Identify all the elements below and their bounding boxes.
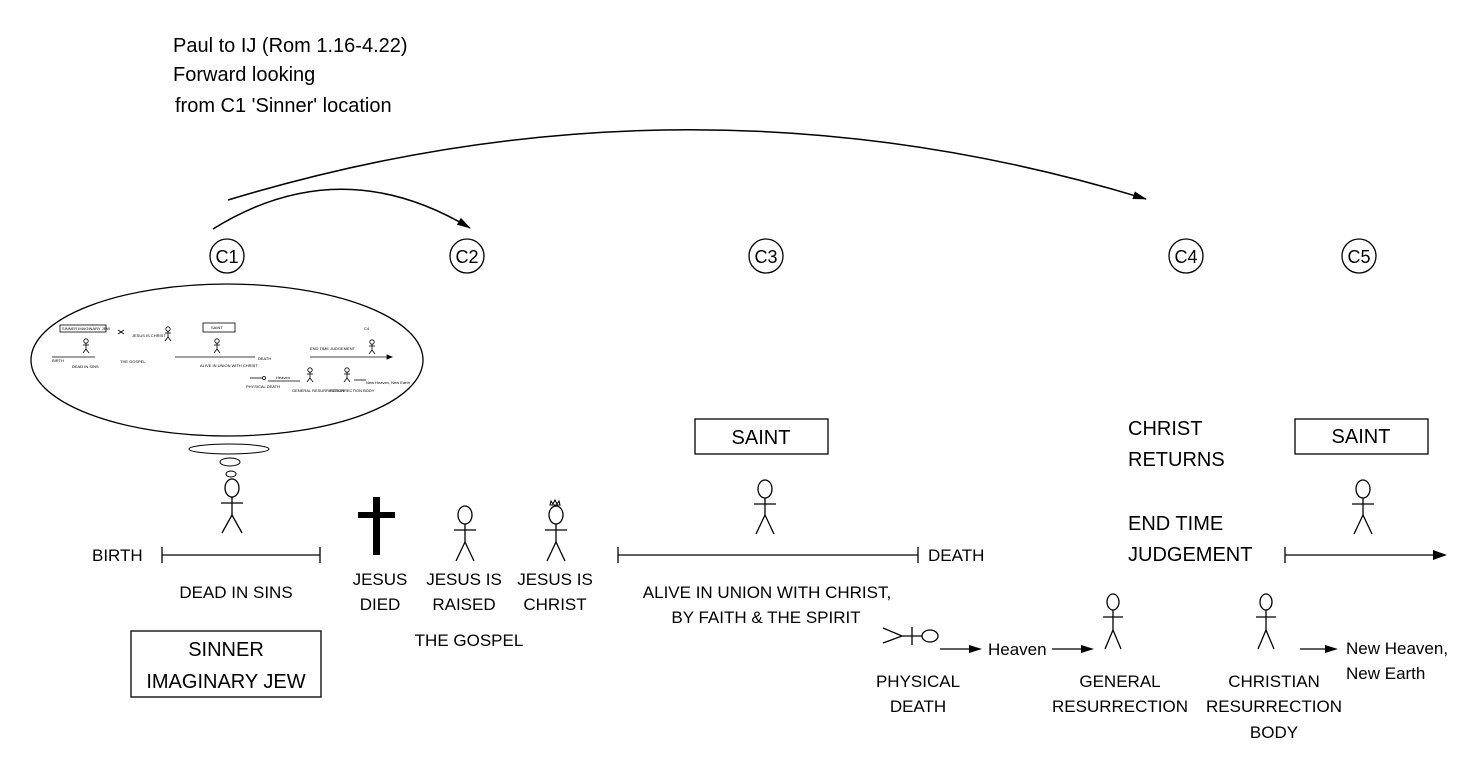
circle-marker-c5: C5 [1341,238,1377,274]
christian-resurrection-label-1: CHRISTIAN [1228,672,1320,691]
saint-box-c3 [694,418,829,455]
sinner-label: SINNER [188,639,264,661]
mini-end-label: END TIME JUDGEMENT [310,346,356,351]
jesus-christ-label-1: JESUS IS [517,570,593,589]
new-heaven-label-2: New Earth [1346,664,1425,683]
short-arc-arrow [212,188,471,230]
saint-figure-c5 [1352,479,1374,535]
mini-physical-label: PHYSICAL DEATH [246,384,280,389]
mini-heaven-label: Heaven [276,375,290,380]
jesus-died-label-1: JESUS [353,570,408,589]
birth-label: BIRTH [92,546,143,565]
sinner-figure [221,478,243,534]
mini-christian-label: RESURRECTION BODY [330,388,375,393]
christian-resurrection-figure [1256,593,1276,650]
saint-label-c5: SAINT [1332,426,1391,448]
judgement-label: JUDGEMENT [1128,544,1252,566]
christian-resurrection-label-3: BODY [1250,723,1298,742]
general-resurrection-figure [1103,593,1123,650]
circle-marker-c4: C4 [1168,238,1204,274]
physical-death-label-1: PHYSICAL [876,672,960,691]
imaginary-jew-label: IMAGINARY JEW [146,671,305,693]
mini-gospel-label: THE GOSPEL [120,359,146,364]
saint-figure-c3 [754,479,776,535]
christ-returns-label-1: CHRIST [1128,418,1202,440]
circle-label-c5: C5 [1347,247,1370,267]
physical-death-icon [882,627,939,645]
raised-jesus-figure [454,505,476,562]
circle-marker-c3: C3 [748,238,784,274]
mini-birth-label: BIRTH [52,358,64,363]
circle-marker-c1: C1 [209,238,245,274]
christian-resurrection-label-2: RESURRECTION [1206,697,1342,716]
mini-alive-label: ALIVE IN UNION WITH CHRIST [200,363,258,368]
mini-newheaven-label: New Heaven, New Earth [366,380,410,385]
dead-in-sins-timeline [161,547,321,563]
circle-label-c4: C4 [1174,247,1197,267]
thought-bubble: SINNER IMAGINARY JEW SAINT BIRTH DEATH D… [30,283,424,478]
death-label: DEATH [928,546,984,565]
jesus-raised-label-1: JESUS IS [426,570,502,589]
circle-label-c2: C2 [455,247,478,267]
new-heaven-label-1: New Heaven, [1346,639,1448,658]
mini-diagram [52,322,394,383]
saint-label-c3: SAINT [732,427,791,449]
mini-dead-label: DEAD IN SINS [72,364,99,369]
alive-union-label-2: BY FAITH & THE SPIRIT [671,608,860,627]
mini-general-label: GENERAL RESURRECTION [292,388,344,393]
heaven-label: Heaven [988,640,1047,659]
circle-label-c3: C3 [754,247,777,267]
physical-death-label-2: DEATH [890,697,946,716]
eternity-arrowhead [1433,550,1447,560]
saint-box-c5 [1294,418,1429,455]
general-resurrection-label-1: GENERAL [1079,672,1160,691]
jesus-christ-label-2: CHRIST [523,595,586,614]
mini-sinner-label: SINNER IMAGINARY JEW [62,326,110,331]
arrow-to-new-heaven [1300,645,1338,653]
circle-label-c1: C1 [215,247,238,267]
general-resurrection-label-2: RESURRECTION [1052,697,1188,716]
alive-union-label-1: ALIVE IN UNION WITH CHRIST, [643,583,891,602]
christ-returns-label-2: RETURNS [1128,449,1225,471]
header-subtitle: Forward looking [173,64,315,86]
arrow-to-general [1052,645,1094,653]
circle-marker-c2: C2 [449,238,485,274]
crowned-christ-figure [545,498,567,562]
end-time-label: END TIME [1128,513,1223,535]
long-arc-arrow [227,129,1147,201]
mini-c4-label: C4 [364,326,370,331]
alive-timeline [617,547,919,563]
mini-saint-label: SAINT [211,325,223,330]
header-note: from C1 'Sinner' location [175,95,392,117]
sinner-box [130,630,322,698]
arrow-to-heaven [940,645,982,653]
jesus-died-label-2: DIED [360,595,401,614]
dead-in-sins-label: DEAD IN SINS [179,583,292,602]
cross-icon [358,497,395,555]
eternity-timeline [1284,547,1444,563]
jesus-raised-label-2: RAISED [432,595,495,614]
mini-christ-label: JESUS IS CHRIST [132,333,166,338]
the-gospel-label: THE GOSPEL [415,631,524,650]
mini-death-label: DEATH [258,356,271,361]
header-title: Paul to IJ (Rom 1.16-4.22) [173,35,408,57]
